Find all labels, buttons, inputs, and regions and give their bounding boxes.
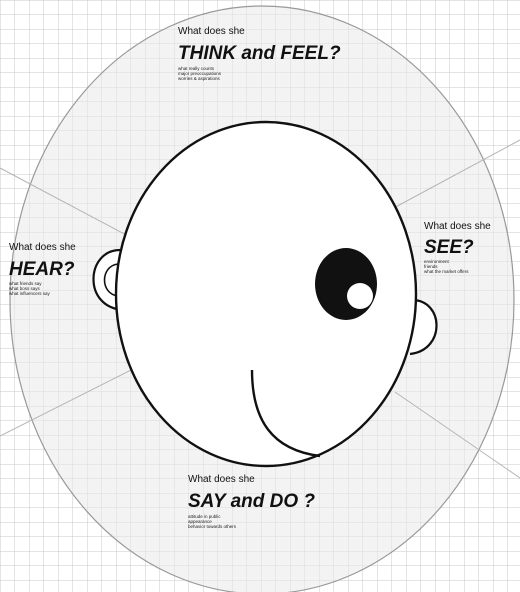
say-do-note-3: behavior towards others [188,525,315,530]
say-do-heading: SAY and DO ? [188,492,315,512]
hear-note-3: what influencers say [9,292,76,297]
see-note-3: what the market offers [424,270,491,275]
hear-heading: HEAR? [9,260,76,280]
think-feel-question: What does she [178,27,341,38]
see-question: What does she [424,222,491,233]
eye-highlight [347,283,373,309]
think-feel-section: What does she THINK and FEEL? what reall… [178,27,341,82]
think-feel-note-3: worries & aspirations [178,77,341,82]
think-feel-heading: THINK and FEEL? [178,44,341,64]
hear-question: What does she [9,243,76,254]
see-section: What does she SEE? environment friends w… [424,222,491,275]
see-heading: SEE? [424,238,491,258]
eye [315,248,377,320]
say-do-section: What does she SAY and DO ? attitude in p… [188,475,315,530]
hear-section: What does she HEAR? what friends say wha… [9,243,76,297]
say-do-question: What does she [188,475,315,486]
